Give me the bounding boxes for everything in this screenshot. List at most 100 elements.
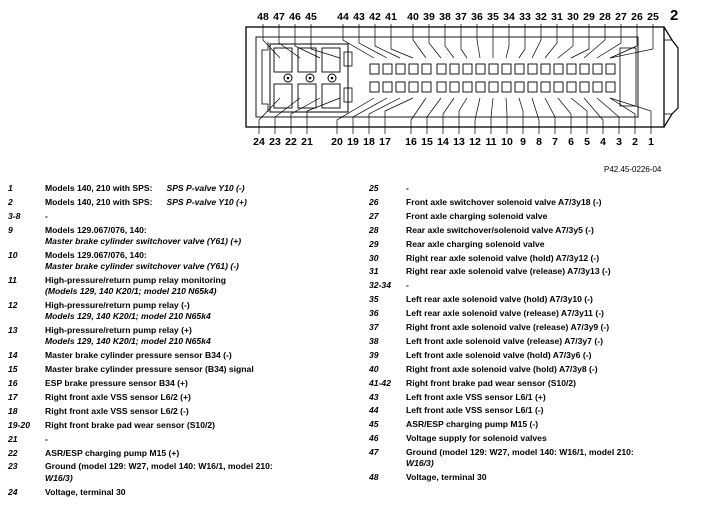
pin-cell [369,63,380,75]
legend-description: Ground (model 129: W27, model 140: W16/1… [45,461,273,472]
pin-cell [501,63,512,75]
legend-pin-number: 1 [8,183,13,193]
bottom-pin-label: 14 [437,136,449,148]
legend-pin-number: 39 [369,349,379,360]
pin-cell [514,81,525,93]
pin-leader-lines [258,24,654,134]
pin-cell [592,63,603,75]
legend-description: High-pressure/return pump relay (-) [45,300,190,310]
legend-description: Models 140, 210 with SPS: [45,196,153,207]
bottom-pin-label: 22 [285,136,297,148]
legend-description-cont: Master brake cylinder switchover valve (… [45,260,239,271]
pin-cell [421,81,432,93]
legend-pin-number: 40 [369,363,379,374]
top-pin-label: 32 [535,11,547,23]
legend-description: Voltage, terminal 30 [45,486,126,497]
legend-pin-number: 27 [369,210,379,221]
pin-cell [395,63,406,75]
legend-pin-number: 31 [369,266,379,277]
pin-cell [449,63,460,75]
top-pin-label: 34 [503,11,515,23]
legend-description: Right front axle solenoid valve (release… [406,322,610,332]
power-terminal-block [269,43,353,113]
bottom-pin-label: 17 [379,136,391,148]
legend-description: Left front axle solenoid valve (release)… [406,335,603,346]
legend-pin-number: 41-42 [369,377,391,388]
top-pin-label: 28 [599,11,611,23]
pin-cell [449,81,460,93]
legend-description: ASR/ESP charging pump M15 (-) [406,419,539,430]
legend-description: Left front axle VSS sensor L6/1 (-) [406,405,544,416]
top-pin-label: 45 [305,11,317,23]
top-pin-label: 25 [647,11,659,23]
legend-description-cont: W16/3) [406,458,434,469]
legend-pin-number: 38 [369,335,379,346]
legend-pin-number: 3-8 [8,210,21,221]
bottom-pin-label: 23 [269,136,281,148]
legend-description: - [45,210,48,221]
pin-cell [514,63,525,75]
legend-description: Right front brake pad wear sensor (S10/2… [406,377,577,388]
top-pin-label: 38 [439,11,451,23]
legend-description: Master brake cylinder pressure sensor B3… [45,350,232,361]
pin-cell [488,63,499,75]
top-pin-label: 29 [583,11,595,23]
top-pin-label: 47 [273,11,285,23]
legend-description: - [406,183,409,193]
legend-description: Ground (model 129: W27, model 140: W16/1… [406,447,634,458]
bottom-pin-label: 5 [584,136,590,148]
legend-description: Left rear axle solenoid valve (hold) A7/… [406,294,593,305]
legend-pin-number: 36 [369,308,379,319]
legend-pin-number: 17 [8,391,18,402]
legend-pin-number: 35 [369,294,379,305]
pin-cell [605,81,616,93]
pin-cell [566,63,577,75]
legend-description: - [406,280,409,291]
legend-pin-number: 19-20 [8,419,30,430]
legend-component: SPS P-valve Y10 (+) [166,196,247,207]
legend-description: Right front axle VSS sensor L6/2 (-) [45,405,189,416]
connector-end-cap [663,26,679,128]
legend-description: Master brake cylinder pressure sensor (B… [45,364,254,375]
top-pin-label: 43 [353,11,365,23]
bottom-pin-label: 3 [616,136,622,148]
bottom-pin-label: 21 [301,136,313,148]
legend-pin-number: 46 [369,433,379,444]
legend-description: Right front brake pad wear sensor (S10/2… [45,419,216,430]
bottom-pin-label: 9 [520,136,526,148]
bottom-pin-label: 16 [405,136,417,148]
top-pin-label: 41 [385,11,397,23]
pin-cell [592,81,603,93]
legend-description: Models 129.067/076, 140: [45,224,147,235]
pin-cell [579,63,590,75]
pin-cell [527,63,538,75]
legend-description: Models 140, 210 with SPS: [45,183,153,193]
pin-cell [553,81,564,93]
legend-pin-number: 9 [8,224,13,235]
legend-description: Rear axle charging solenoid valve [406,238,545,249]
pin-cell [462,63,473,75]
legend-pin-number: 10 [8,249,18,260]
pin-cell [501,81,512,93]
bottom-pin-label: 18 [363,136,375,148]
pin-cell [605,63,616,75]
top-pin-label: 36 [471,11,483,23]
legend-pin-number: 28 [369,224,379,235]
legend-pin-number: 21 [8,433,18,444]
legend-component: SPS P-valve Y10 (-) [166,183,245,193]
legend-description-cont: W16/3) [45,472,73,483]
top-pin-label: 30 [567,11,579,23]
pin-cell [527,81,538,93]
legend-description-cont: (Models 129, 140 K20/1; model 210 N65k4) [45,286,217,297]
legend-pin-number: 13 [8,325,18,336]
top-pin-label: 39 [423,11,435,23]
bottom-pin-label: 1 [648,136,654,148]
legend-pin-number: 22 [8,447,18,458]
legend-description-cont: Master brake cylinder switchover valve (… [45,235,242,246]
bottom-pin-label: 13 [453,136,465,148]
legend-description: Right front axle solenoid valve (hold) A… [406,363,598,374]
top-pin-label: 48 [257,11,269,23]
pin-cell [540,81,551,93]
